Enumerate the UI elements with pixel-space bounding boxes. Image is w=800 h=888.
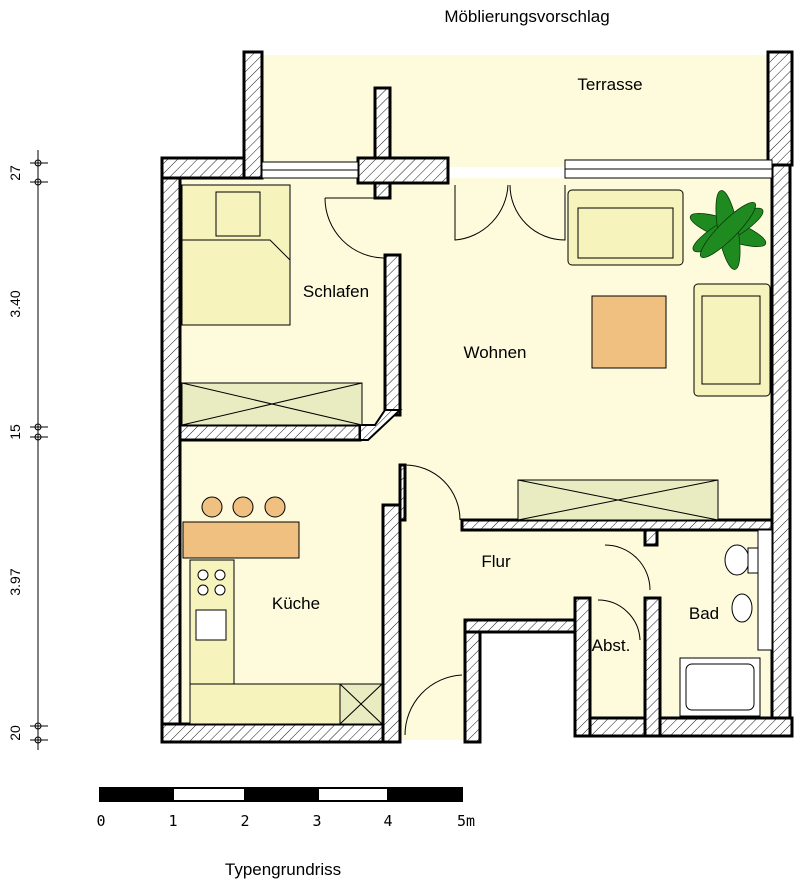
- walls: [160, 50, 794, 744]
- plant-icon: [689, 190, 767, 270]
- plan-caption: Typengrundriss: [225, 860, 341, 879]
- dimension-label: 20: [7, 725, 23, 741]
- dimension-label: 3.97: [7, 568, 23, 595]
- dimension-label: 15: [7, 424, 23, 440]
- dimension-label: 3.40: [7, 290, 23, 317]
- scale-tick: 2: [240, 812, 249, 830]
- room-label-kueche: Küche: [272, 594, 320, 613]
- room-label-wohnen: Wohnen: [463, 343, 526, 362]
- scale-tick: 1: [168, 812, 177, 830]
- sideboard-wohnen: [517, 479, 719, 521]
- scale-tick: 3: [312, 812, 321, 830]
- room-label-abst: Abst.: [592, 636, 631, 655]
- room-label-terrasse: Terrasse: [577, 75, 642, 94]
- room-label-schlafen: Schlafen: [303, 282, 369, 301]
- windows: [261, 159, 773, 651]
- bathroom-fixtures: [679, 544, 761, 717]
- scale-tick: 4: [383, 812, 392, 830]
- armchair-sofa: [693, 283, 771, 397]
- wardrobe-schlafen: [181, 382, 363, 426]
- bed: [181, 184, 291, 326]
- scale-tick: 0: [96, 812, 105, 830]
- kitchen: [182, 496, 383, 725]
- coffee-table: [591, 295, 667, 369]
- room-label-bad: Bad: [689, 604, 719, 623]
- sofa: [567, 189, 684, 266]
- plan-title: Möblierungsvorschlag: [444, 7, 609, 26]
- room-label-flur: Flur: [481, 552, 511, 571]
- doors: [324, 184, 651, 736]
- scale-tick: 5m: [457, 812, 475, 830]
- dimension-label: 27: [7, 165, 23, 181]
- dimension-line: [30, 150, 48, 750]
- diagonal-wall: [359, 409, 403, 441]
- scale-bar: [99, 787, 463, 802]
